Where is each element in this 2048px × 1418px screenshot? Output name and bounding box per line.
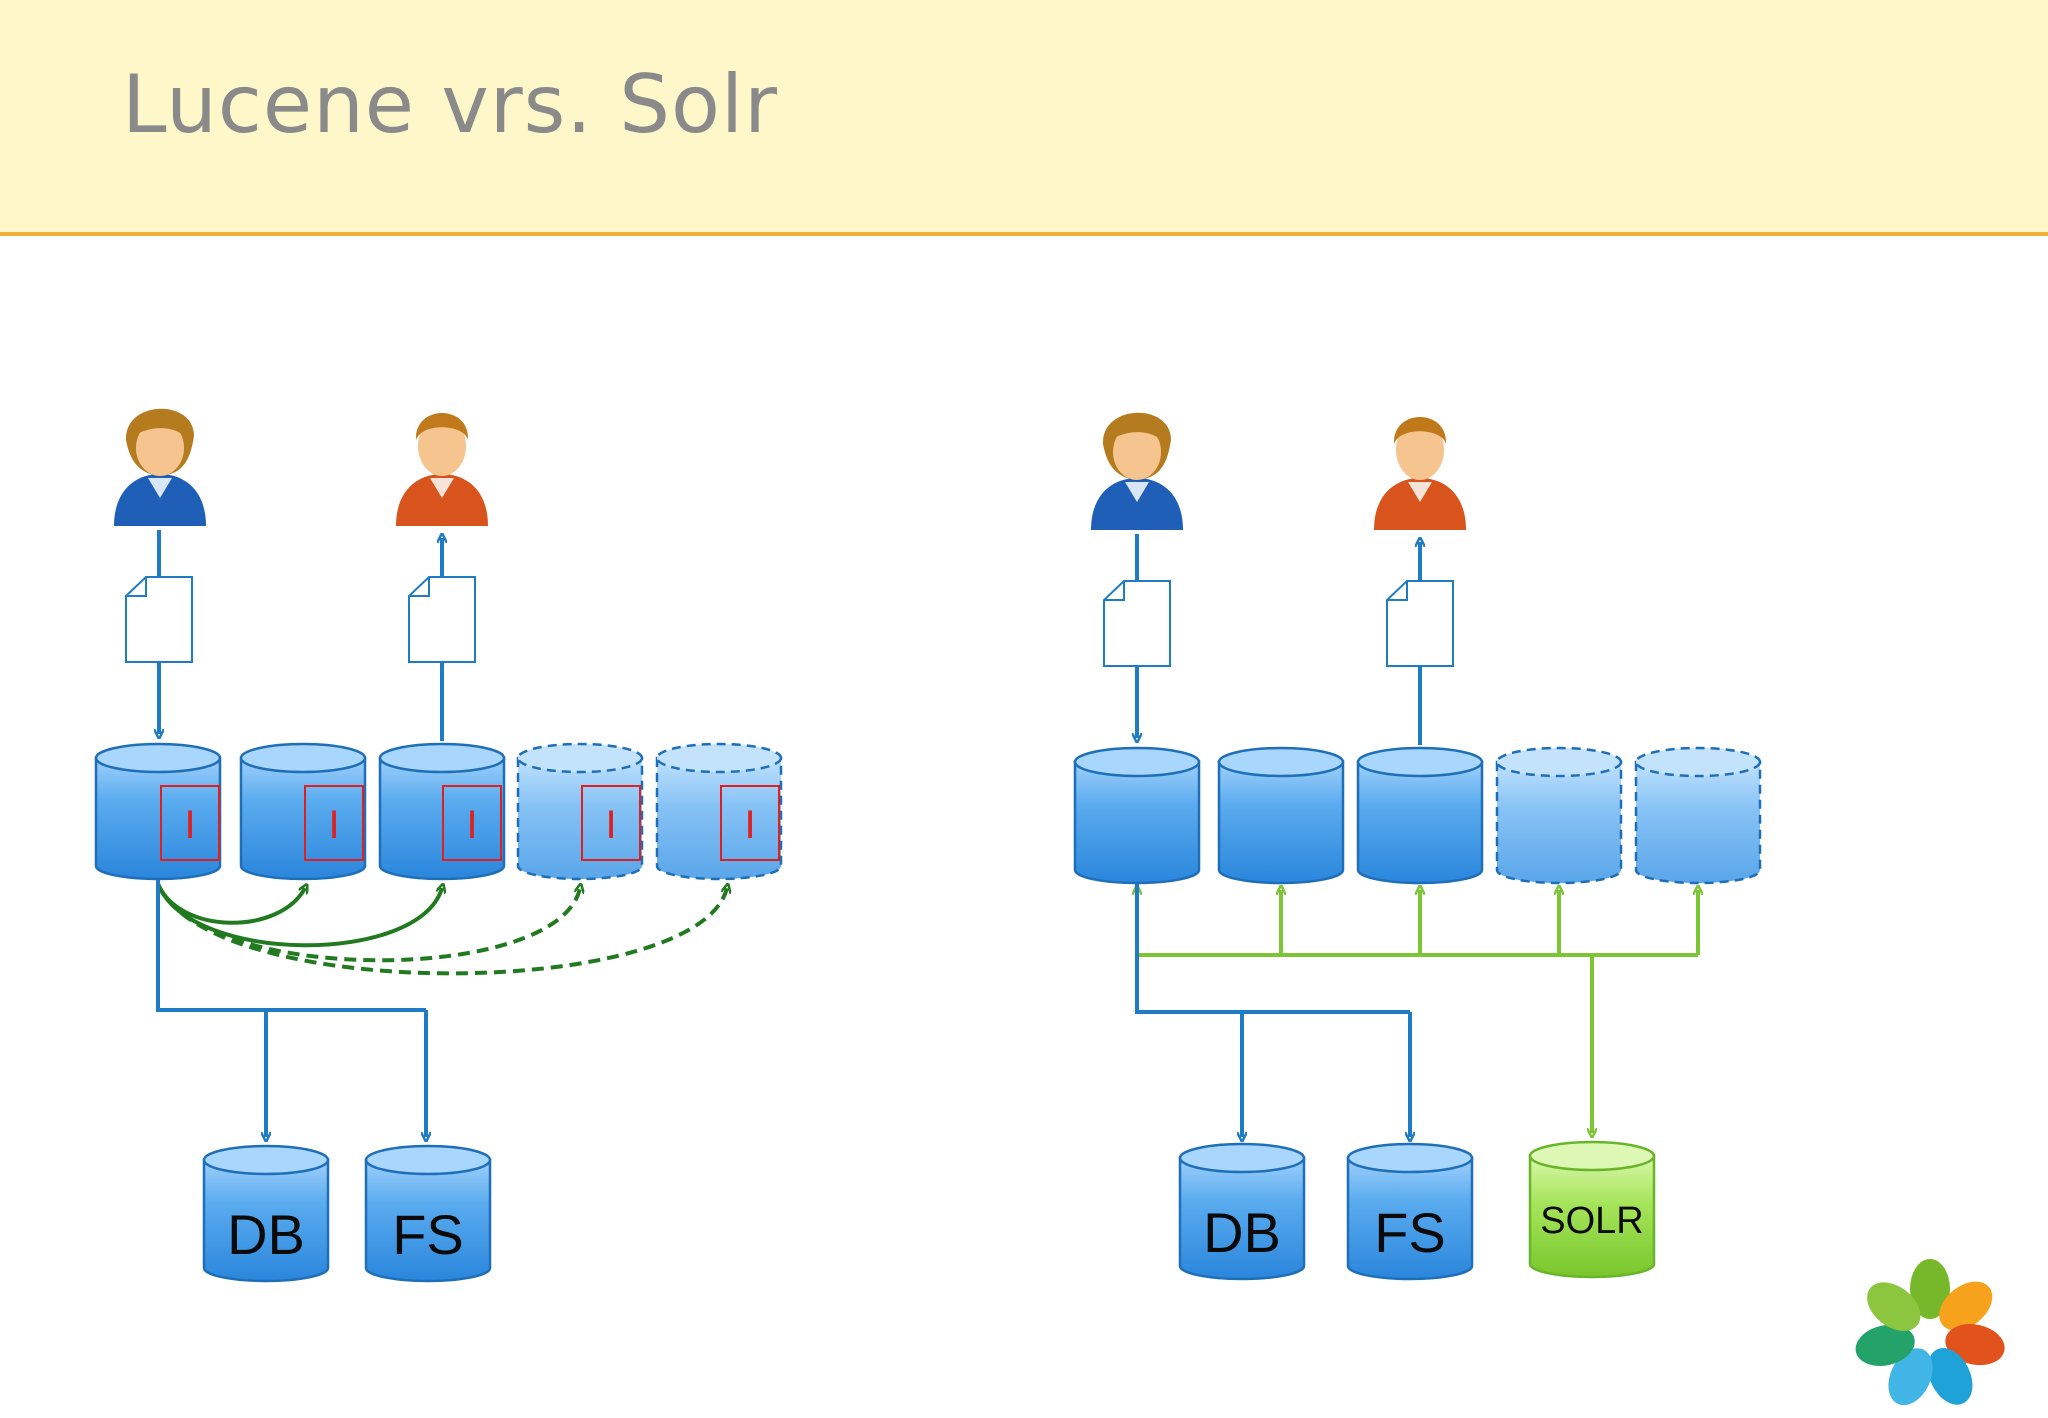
document-icon: [1103, 580, 1171, 667]
user-orange-icon: [1374, 417, 1466, 530]
svg-text:DB: DB: [227, 1203, 305, 1266]
svg-text:FS: FS: [1374, 1201, 1446, 1264]
storage-connector: [1135, 884, 1410, 1014]
solr-diagram: DB FS SOLR: [1073, 412, 1762, 1281]
database-cylinder: DB: [1178, 1142, 1306, 1281]
document-icon: [408, 576, 476, 663]
repository-node-new: [1634, 746, 1762, 885]
svg-text:SOLR: SOLR: [1540, 1200, 1643, 1242]
svg-text:I: I: [605, 803, 616, 847]
repository-node: [1356, 746, 1484, 885]
storage-connector: [156, 880, 426, 1012]
solr-server-cylinder: SOLR: [1528, 1140, 1656, 1279]
filesystem-cylinder: FS: [1346, 1142, 1474, 1281]
svg-text:DB: DB: [1203, 1201, 1281, 1264]
repository-node: [1217, 746, 1345, 885]
repository-node: [1073, 746, 1201, 885]
repository-node: [239, 742, 367, 881]
index-marker: I: [581, 785, 641, 861]
svg-text:I: I: [184, 803, 195, 847]
user-orange-icon: [396, 413, 488, 526]
index-sync-arrow: [156, 884, 305, 925]
user-blue-icon: [114, 408, 206, 526]
index-marker: I: [304, 785, 364, 861]
index-marker: I: [160, 785, 220, 861]
repository-node-new: [516, 742, 644, 881]
slide-title: Lucene vrs. Solr: [122, 58, 779, 151]
svg-text:I: I: [328, 803, 339, 847]
index-marker: I: [720, 785, 780, 861]
index-sync-arrow: [156, 884, 442, 948]
document-icon: [125, 576, 193, 663]
database-cylinder: DB: [202, 1144, 330, 1283]
svg-text:I: I: [466, 803, 477, 847]
document-icon: [1386, 580, 1454, 667]
svg-text:FS: FS: [392, 1203, 464, 1266]
repository-node-new: [655, 742, 783, 881]
index-marker: I: [442, 785, 502, 861]
repository-node: [94, 742, 222, 881]
user-blue-icon: [1091, 412, 1183, 530]
title-bar: Lucene vrs. Solr: [0, 0, 2048, 236]
filesystem-cylinder: FS: [364, 1144, 492, 1283]
index-sync-arrow: [156, 884, 580, 963]
lucene-diagram: I I I I I: [94, 408, 783, 1283]
index-sync-arrow: [156, 884, 727, 976]
logo-icon: [1855, 1259, 2005, 1406]
repository-node-new: [1495, 746, 1623, 885]
svg-text:I: I: [744, 803, 755, 847]
